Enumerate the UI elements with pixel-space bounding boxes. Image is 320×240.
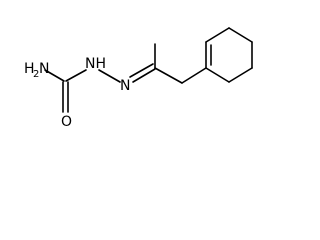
amine-n-label: N (39, 61, 49, 77)
bond-n-c-b (129, 63, 154, 78)
bond-nh-n (98, 69, 121, 83)
bond-c-ch2 (154, 67, 183, 84)
ring-bond-5 (228, 67, 253, 83)
ring-bond-6 (205, 67, 230, 83)
amine-h-label: H (24, 61, 35, 77)
molecule-diagram: H 2 N NH N O (24, 27, 253, 130)
ring-bond-2 (205, 27, 230, 43)
ring-bond-3 (228, 27, 253, 43)
bond-c-nh (65, 69, 87, 82)
hydrazide-nh-label: NH (85, 56, 106, 72)
carbonyl-o-label: O (61, 114, 72, 130)
bond-ch2-ring (181, 67, 207, 84)
bond-n-c-a (132, 68, 156, 83)
amine-subscript-label: 2 (33, 69, 39, 80)
imine-n-label: N (120, 78, 130, 94)
bond-c-nh2 (44, 69, 65, 82)
